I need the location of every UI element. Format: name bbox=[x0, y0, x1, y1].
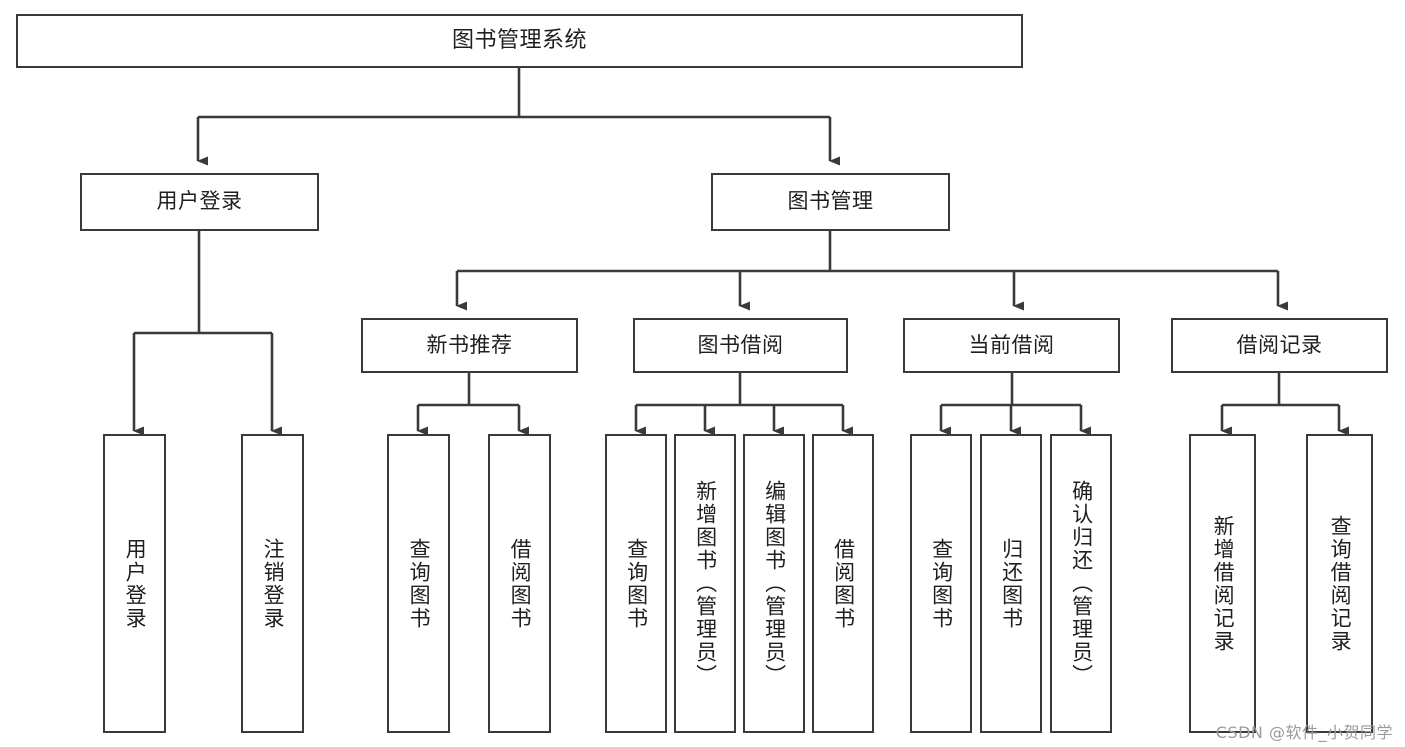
node-label: 图书管理系统 bbox=[451, 27, 587, 53]
node-label: 借阅图书 bbox=[831, 537, 856, 630]
csdn-watermark: CSDN @软件_小贺同学 bbox=[1215, 723, 1393, 742]
node-label: 查询图书 bbox=[407, 537, 432, 630]
leaf-query-book-current[interactable]: 查询图书 bbox=[910, 434, 972, 733]
node-label: 新增借阅记录 bbox=[1211, 514, 1236, 653]
node-root-book-management-system[interactable]: 图书管理系统 bbox=[16, 14, 1023, 68]
node-label: 编辑图书（管理员） bbox=[762, 480, 787, 687]
node-label: 图书借阅 bbox=[697, 332, 784, 357]
node-label: 查询借阅记录 bbox=[1328, 514, 1353, 653]
leaf-query-book-borrow[interactable]: 查询图书 bbox=[605, 434, 667, 733]
leaf-query-borrow-record[interactable]: 查询借阅记录 bbox=[1306, 434, 1373, 733]
leaf-borrow-book-recommend[interactable]: 借阅图书 bbox=[488, 434, 551, 733]
leaf-return-book[interactable]: 归还图书 bbox=[980, 434, 1042, 733]
leaf-query-book-recommend[interactable]: 查询图书 bbox=[387, 434, 450, 733]
node-label: 归还图书 bbox=[999, 537, 1024, 630]
node-label: 新书推荐 bbox=[426, 332, 513, 357]
node-label: 查询图书 bbox=[624, 537, 649, 630]
node-borrow-record[interactable]: 借阅记录 bbox=[1171, 318, 1388, 373]
node-label: 当前借阅 bbox=[968, 332, 1055, 357]
leaf-user-logout[interactable]: 注销登录 bbox=[241, 434, 304, 733]
node-book-borrow[interactable]: 图书借阅 bbox=[633, 318, 848, 373]
leaf-add-borrow-record[interactable]: 新增借阅记录 bbox=[1189, 434, 1256, 733]
leaf-borrow-book-borrow[interactable]: 借阅图书 bbox=[812, 434, 874, 733]
node-new-book-recommend[interactable]: 新书推荐 bbox=[361, 318, 578, 373]
node-label: 用户登录 bbox=[156, 189, 243, 214]
node-user-login[interactable]: 用户登录 bbox=[80, 173, 319, 231]
node-label: 用户登录 bbox=[123, 537, 148, 630]
node-book-management[interactable]: 图书管理 bbox=[711, 173, 950, 231]
node-current-borrow[interactable]: 当前借阅 bbox=[903, 318, 1120, 373]
node-label: 查询图书 bbox=[929, 537, 954, 630]
node-label: 确认归还（管理员） bbox=[1069, 480, 1094, 687]
leaf-user-login[interactable]: 用户登录 bbox=[103, 434, 166, 733]
node-label: 新增图书（管理员） bbox=[693, 480, 718, 687]
leaf-edit-book-admin[interactable]: 编辑图书（管理员） bbox=[743, 434, 805, 733]
node-label: 借阅记录 bbox=[1236, 332, 1323, 357]
node-label: 注销登录 bbox=[261, 537, 286, 630]
node-label: 图书管理 bbox=[787, 189, 874, 214]
leaf-add-book-admin[interactable]: 新增图书（管理员） bbox=[674, 434, 736, 733]
node-label: 借阅图书 bbox=[508, 537, 533, 630]
leaf-confirm-return-admin[interactable]: 确认归还（管理员） bbox=[1050, 434, 1112, 733]
